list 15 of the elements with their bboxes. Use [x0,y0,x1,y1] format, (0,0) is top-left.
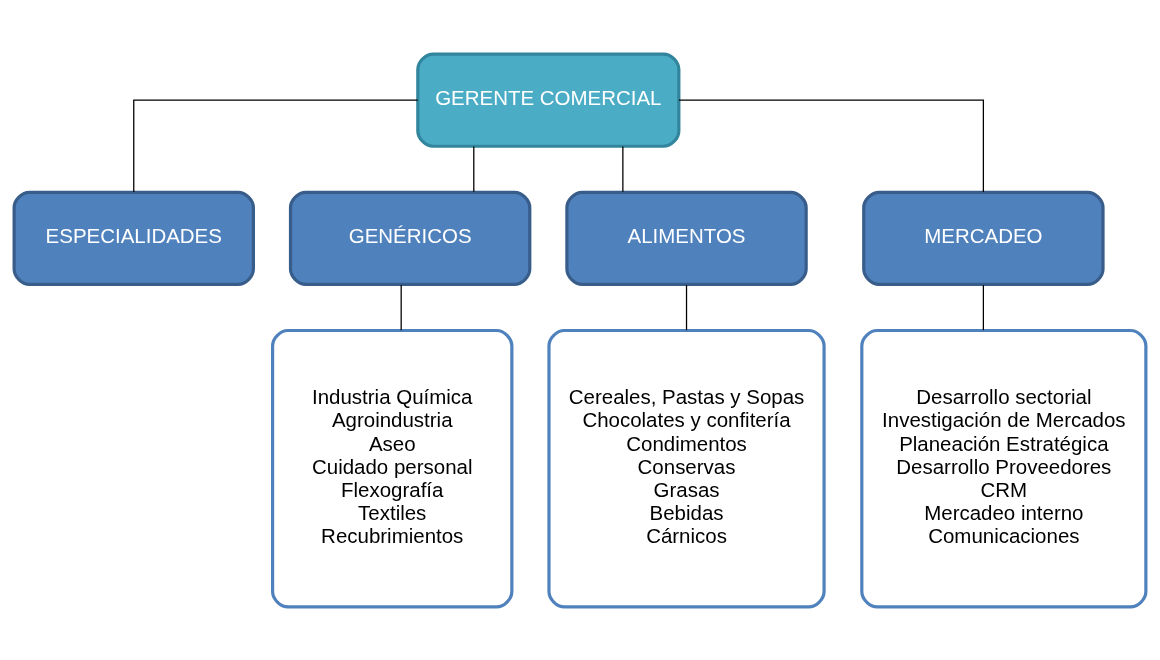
node-box: Industria Química Agroindustria Aseo Cuidado personal Flexografía Textiles Recubrimientos [271,328,514,608]
connector [982,283,984,331]
connector [685,283,688,331]
node-box: ESPECIALIDADES [12,190,255,286]
node-box: ALIMENTOS [565,190,808,286]
node-box: GENÉRICOS [288,190,532,286]
connector [473,145,475,192]
connector [133,99,419,193]
connector [400,283,402,331]
node-box: Cereales, Pastas y Sopas Chocolates y confitería Condimentos Conservas Grasas Bebidas Cárnicos [547,328,826,608]
connector [678,99,984,193]
node-box: GERENTE COMERCIAL [416,52,681,148]
node-box: Desarrollo sectorial Investigación de Mercados Planeación Estratégica Desarrollo Proveedores CRM Mercadeo interno Comunicaciones [860,328,1148,608]
node-box: MERCADEO [862,190,1105,286]
connector [622,145,624,192]
